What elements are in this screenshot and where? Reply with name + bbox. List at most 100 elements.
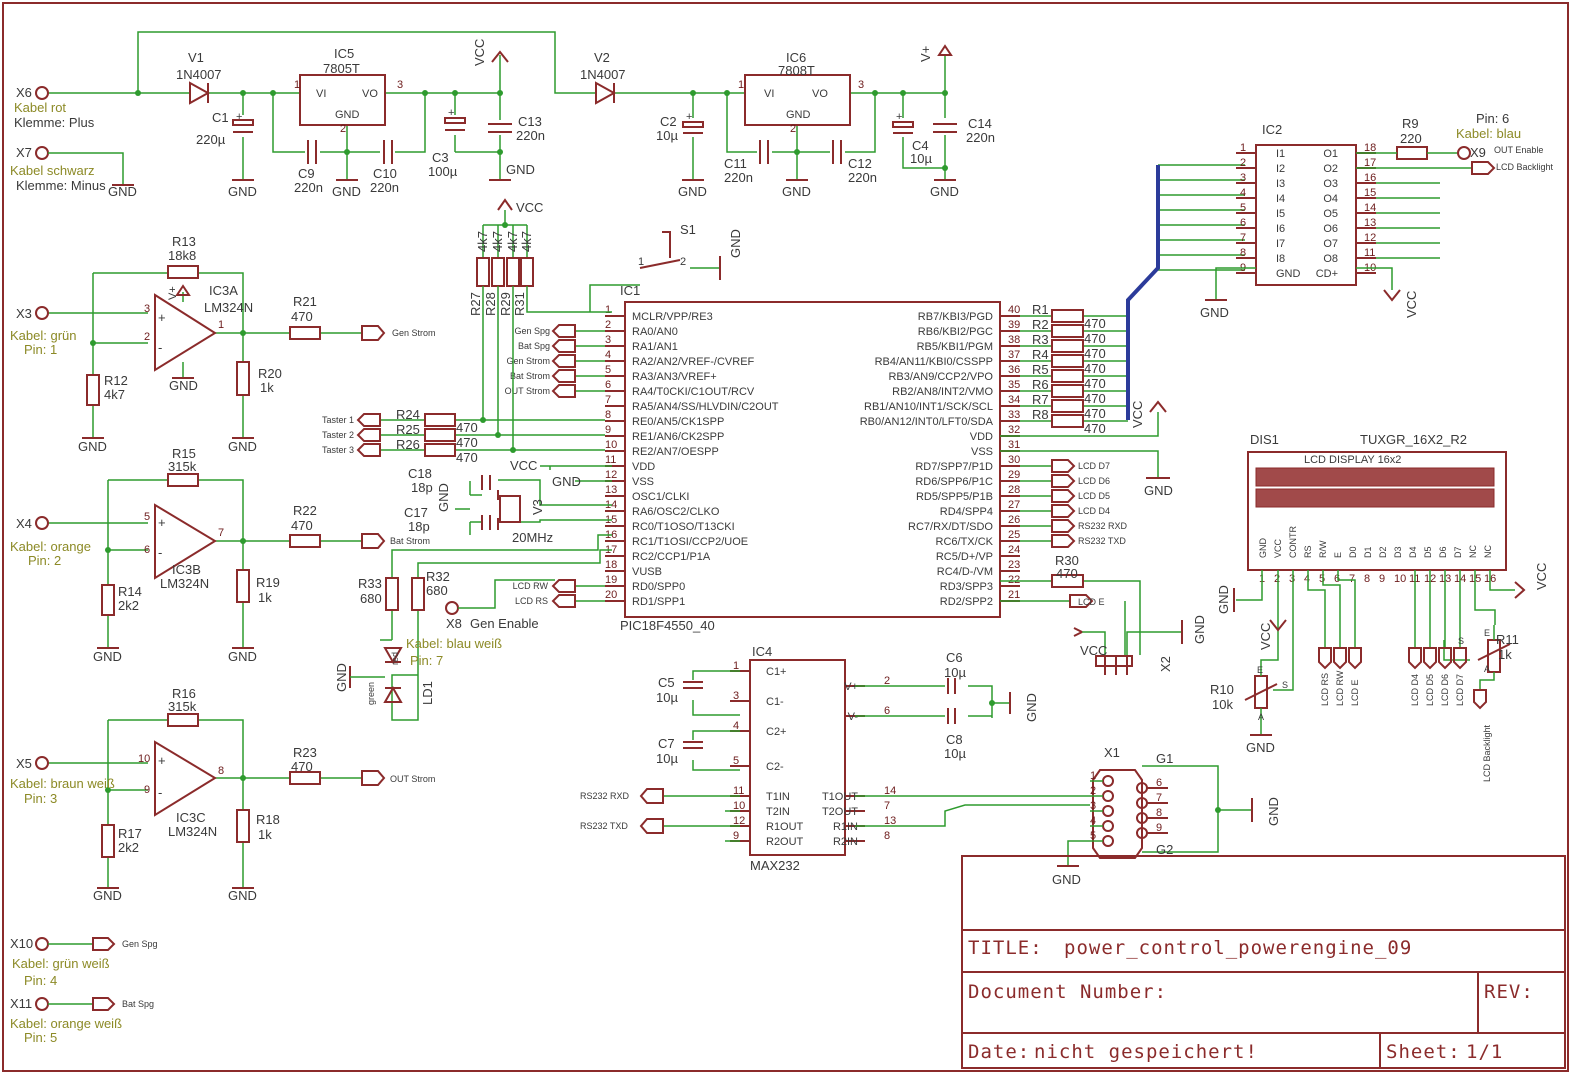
svg-text:Pin: 7: Pin: 7 [410, 653, 443, 668]
svg-text:+: + [158, 515, 166, 530]
svg-text:OUT Strom: OUT Strom [390, 774, 435, 784]
document-number-label: Document Number: [968, 981, 1167, 1003]
x7-cable: Kabel schwarz [10, 163, 95, 178]
svg-text:-: - [158, 340, 162, 355]
svg-text:GND: GND [1246, 740, 1275, 755]
ic2-pin-name: I4 [1276, 193, 1285, 205]
lcd-net-label-text: LCD D5 [1425, 674, 1435, 706]
max232-pin-number: 2 [884, 675, 890, 687]
lcd-net-label [1318, 647, 1332, 670]
svg-text:Pin: 1: Pin: 1 [24, 342, 57, 357]
svg-text:5: 5 [144, 511, 150, 523]
svg-text:VCC: VCC [510, 458, 537, 473]
svg-text:GND: GND [1266, 797, 1281, 826]
net-label [1051, 519, 1076, 533]
mcu-pin-name: RE0/AN5/CK1SPP [632, 416, 724, 428]
lcd-pin-number: 10 [1394, 573, 1406, 585]
lcd-pin-name: D0 [1348, 546, 1358, 558]
mcu-pin-name: RB2/AN8/INT2/VMO [892, 386, 993, 398]
ic2-pin-number: 12 [1364, 232, 1376, 244]
max232-pin-number: 3 [733, 690, 739, 702]
x6-label: X6 [16, 85, 32, 100]
svg-text:Kabel: orange weiß: Kabel: orange weiß [10, 1016, 122, 1031]
svg-text:4k7: 4k7 [104, 387, 125, 402]
x7-note: Klemme: Minus [16, 178, 106, 193]
svg-text:+: + [158, 753, 166, 768]
resistor-name: R8 [1032, 407, 1049, 422]
max232-pin-name: T2IN [766, 806, 790, 818]
svg-text:2k2: 2k2 [118, 840, 139, 855]
max232-pin-number: 11 [733, 785, 744, 797]
svg-text:+: + [236, 111, 242, 123]
mcu-pin-name: RC7/RX/DT/SDO [908, 521, 993, 533]
svg-text:9: 9 [144, 784, 150, 796]
max232-pin-number: 5 [733, 755, 739, 767]
svg-text:Gen Enable: Gen Enable [470, 616, 539, 631]
max232-pin-number: 8 [884, 830, 890, 842]
db9-pin-number: 5 [1090, 830, 1096, 842]
svg-text:Kabel: orange: Kabel: orange [10, 539, 91, 554]
svg-text:DIS1: DIS1 [1250, 432, 1279, 447]
max232-pin-name: R1OUT [766, 821, 804, 833]
mcu-pin-name: RA6/OSC2/CLKO [632, 506, 720, 518]
x8-connector: X8 Gen Enable Kabel: blau weiß Pin: 7 [406, 579, 555, 668]
title-label: TITLE: [968, 937, 1043, 959]
pullup-r27 [476, 257, 490, 287]
resistor-name: R2 [1032, 317, 1049, 332]
svg-text:IC3C: IC3C [176, 810, 206, 825]
mcu-pin-number: 10 [605, 439, 617, 451]
svg-text:R18: R18 [256, 812, 280, 827]
svg-text:GND: GND [334, 663, 349, 692]
svg-text:18k8: 18k8 [168, 248, 196, 263]
svg-text:1: 1 [218, 319, 224, 331]
mcu-pin-number: 24 [1008, 544, 1020, 556]
svg-text:IC6: IC6 [786, 50, 806, 65]
svg-text:Gen Strom: Gen Strom [392, 328, 436, 338]
crystal-section: C18 18p C17 18p V3 20MHz GND [404, 466, 612, 545]
svg-text:R10: R10 [1210, 682, 1234, 697]
ic2-pin-number: 3 [1240, 172, 1246, 184]
svg-text:C2: C2 [660, 114, 677, 129]
mcu-pin-name: RA3/AN3/VREF+ [632, 371, 717, 383]
net-label-text: LCD RS [515, 596, 548, 606]
ic2-pin-number: 8 [1240, 247, 1246, 259]
mcu-pin-name: RA1/AN1 [632, 341, 678, 353]
mcu-pin-name: RC5/D+/VP [936, 551, 993, 563]
mcu-pin-name: MCLR/VPP/RE3 [632, 311, 713, 323]
lcd-net-label-text: LCD E [1350, 679, 1360, 706]
svg-text:GND: GND [93, 888, 122, 903]
lcd-pin-name: E [1333, 552, 1343, 558]
lcd-pin-number: 2 [1274, 573, 1280, 585]
svg-text:V+: V+ [918, 46, 933, 62]
ic2-pin-name: CD+ [1316, 268, 1338, 280]
lcd-net-label [1333, 647, 1347, 670]
resistor-name: R24 [396, 407, 420, 422]
svg-text:PIC18F4550_40: PIC18F4550_40 [620, 618, 715, 633]
svg-text:GND: GND [786, 109, 811, 121]
title-block: TITLE: power_control_powerengine_09 Docu… [961, 855, 1566, 1069]
max232-pin-number: 9 [733, 830, 739, 842]
svg-text:RS232 RXD: RS232 RXD [580, 791, 630, 801]
svg-text:Kabel: braun weiß: Kabel: braun weiß [10, 776, 115, 791]
db9-pin-5 [1102, 835, 1114, 847]
net-label-text: RS232 RXD [1078, 521, 1128, 531]
lcd-pin-name: D6 [1438, 546, 1448, 558]
svg-text:VCC: VCC [1258, 623, 1273, 650]
max232-pin-name: R2OUT [766, 836, 804, 848]
x11-connector: X11 Bat Spg Kabel: orange weiß Pin: 5 [10, 996, 154, 1045]
led-section: R33 680 R32 680 red green LD1 GND [334, 534, 612, 721]
resistor-r8 [1051, 414, 1084, 428]
svg-text:C3: C3 [432, 150, 449, 165]
svg-text:3: 3 [144, 303, 150, 315]
ic2-pin-name: I5 [1276, 208, 1285, 220]
resistor-value: 470 [456, 435, 478, 450]
svg-text:C13: C13 [518, 114, 542, 129]
x7-label: X7 [16, 145, 32, 160]
lcd-pin-name: R/W [1318, 540, 1328, 558]
svg-text:470: 470 [291, 759, 313, 774]
svg-text:3: 3 [397, 79, 403, 91]
resistor-r4 [1051, 354, 1084, 368]
